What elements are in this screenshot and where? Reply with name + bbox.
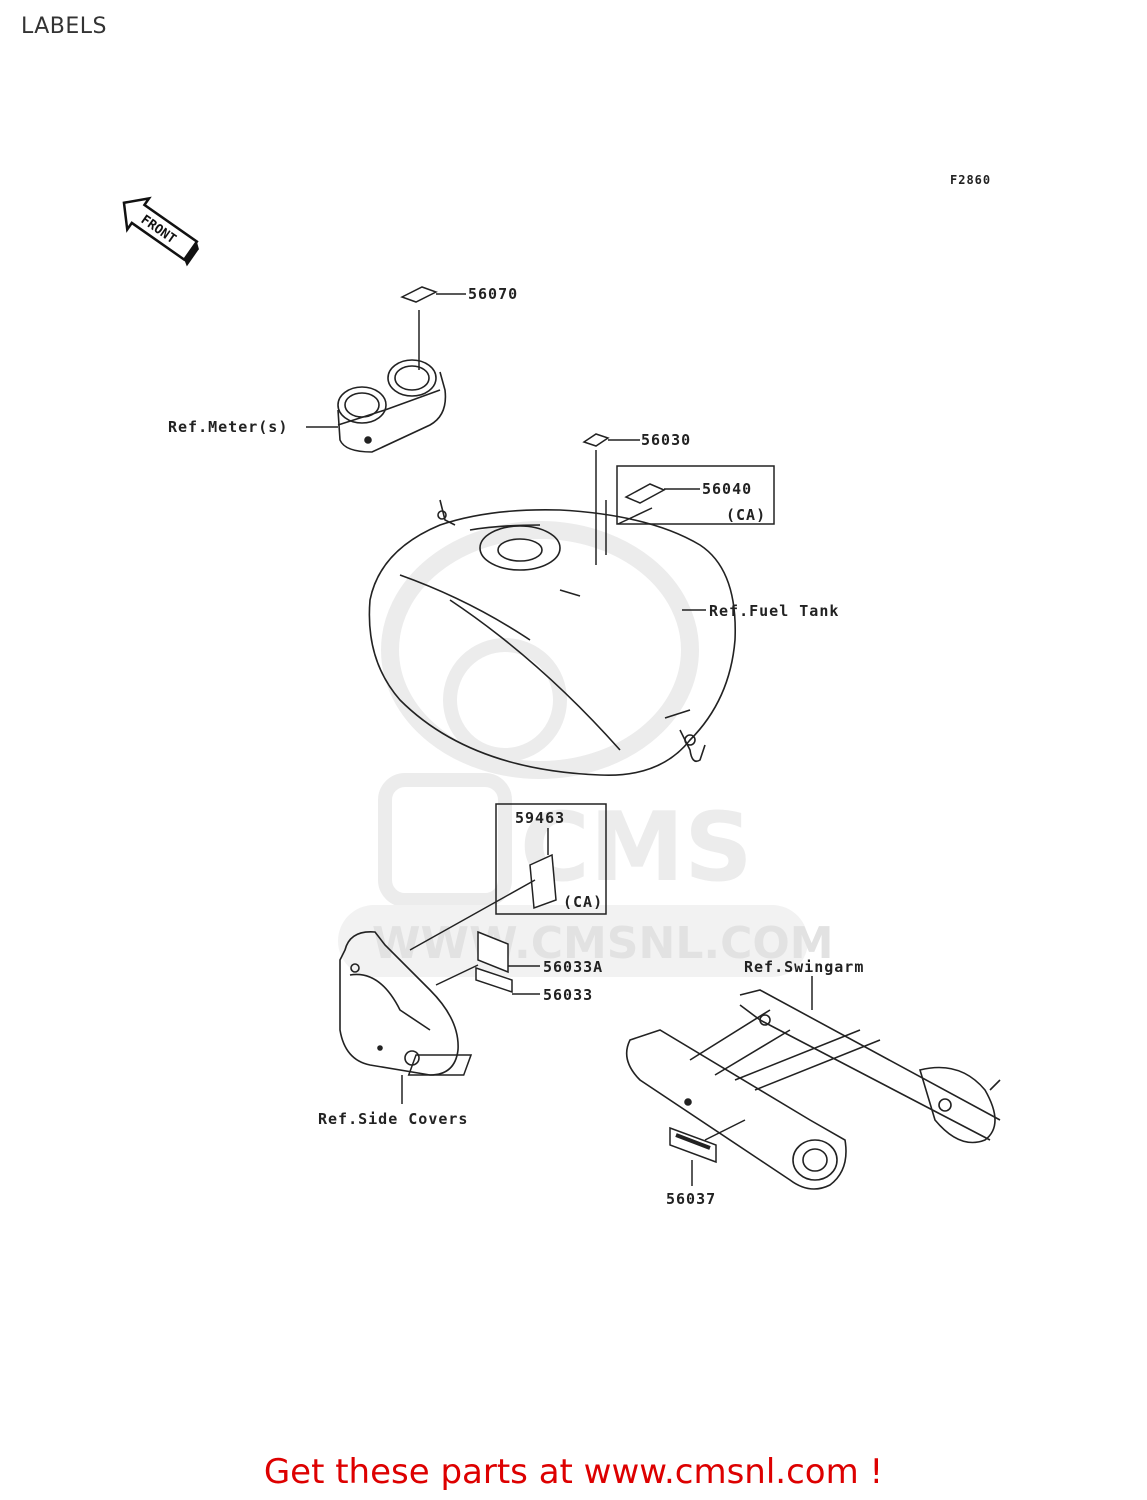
watermark-brand: CMS xyxy=(520,793,753,903)
part-56030: 56030 xyxy=(641,431,691,449)
part-59463: 59463 xyxy=(515,809,565,827)
swingarm-drawing xyxy=(407,989,1001,1190)
watermark-url: WWW.CMSNL.COM xyxy=(372,918,834,969)
ref-fuel-tank: Ref.Fuel Tank xyxy=(709,602,839,620)
page-title: LABELS xyxy=(21,14,108,39)
part-59463-note: (CA) xyxy=(563,893,603,911)
parts-diagram: CMS WWW.CMSNL.COM F2860 FRONT 56070 Ref.… xyxy=(122,173,1001,1208)
side-cover-drawing xyxy=(339,931,459,1076)
ref-side-covers: Ref.Side Covers xyxy=(318,1110,468,1128)
meter-drawing xyxy=(337,359,447,453)
part-56033A: 56033A xyxy=(543,958,603,976)
part-56040: 56040 xyxy=(702,480,752,498)
ref-meter: Ref.Meter(s) xyxy=(168,418,288,436)
watermark: CMS WWW.CMSNL.COM xyxy=(338,521,834,977)
ref-swingarm: Ref.Swingarm xyxy=(744,958,864,976)
label-56037 xyxy=(669,1119,746,1186)
label-56033 xyxy=(435,930,540,995)
diagram-code: F2860 xyxy=(950,173,991,187)
label-56040 xyxy=(605,465,775,555)
part-56033: 56033 xyxy=(543,986,593,1004)
label-56030 xyxy=(582,433,640,565)
label-56070 xyxy=(400,286,466,370)
footer-cta-link[interactable]: Get these parts at www.cmsnl.com ! xyxy=(263,1452,884,1492)
part-56037: 56037 xyxy=(666,1190,716,1208)
part-56040-note: (CA) xyxy=(726,506,766,524)
label-59463 xyxy=(409,803,607,951)
part-56070: 56070 xyxy=(468,285,518,303)
fuel-tank-drawing xyxy=(368,499,737,777)
front-arrow-icon: FRONT xyxy=(122,196,199,267)
